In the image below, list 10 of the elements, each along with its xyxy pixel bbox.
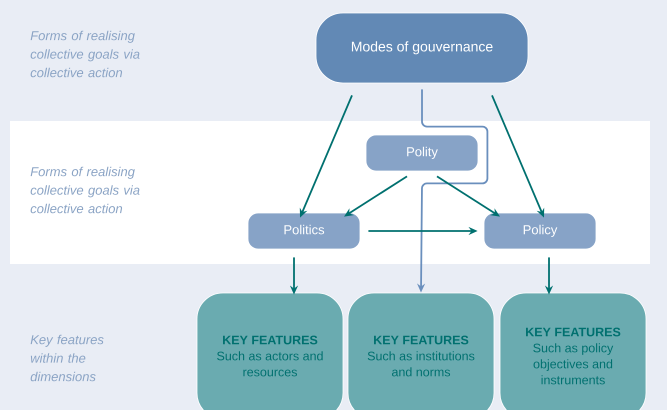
dimension-box: Polity (366, 134, 478, 172)
mode-box: Modes of gouvernance (316, 12, 528, 84)
dimension-box: Policy (484, 212, 596, 250)
feature-box: KEY FEATURES Such as actors and resources (196, 292, 344, 410)
row-label: Forms of realising collective goals via collective action (30, 166, 140, 214)
row-label: Forms of realising collective goals via collective action (30, 30, 140, 78)
dimension-box: Politics (248, 212, 360, 250)
feature-box: KEY FEATURES Such as institutions and norms (348, 292, 494, 410)
feature-box: KEY FEATURES Such as policy objectives and instruments (500, 292, 646, 410)
row-label: Key features within the dimensions (30, 334, 104, 382)
